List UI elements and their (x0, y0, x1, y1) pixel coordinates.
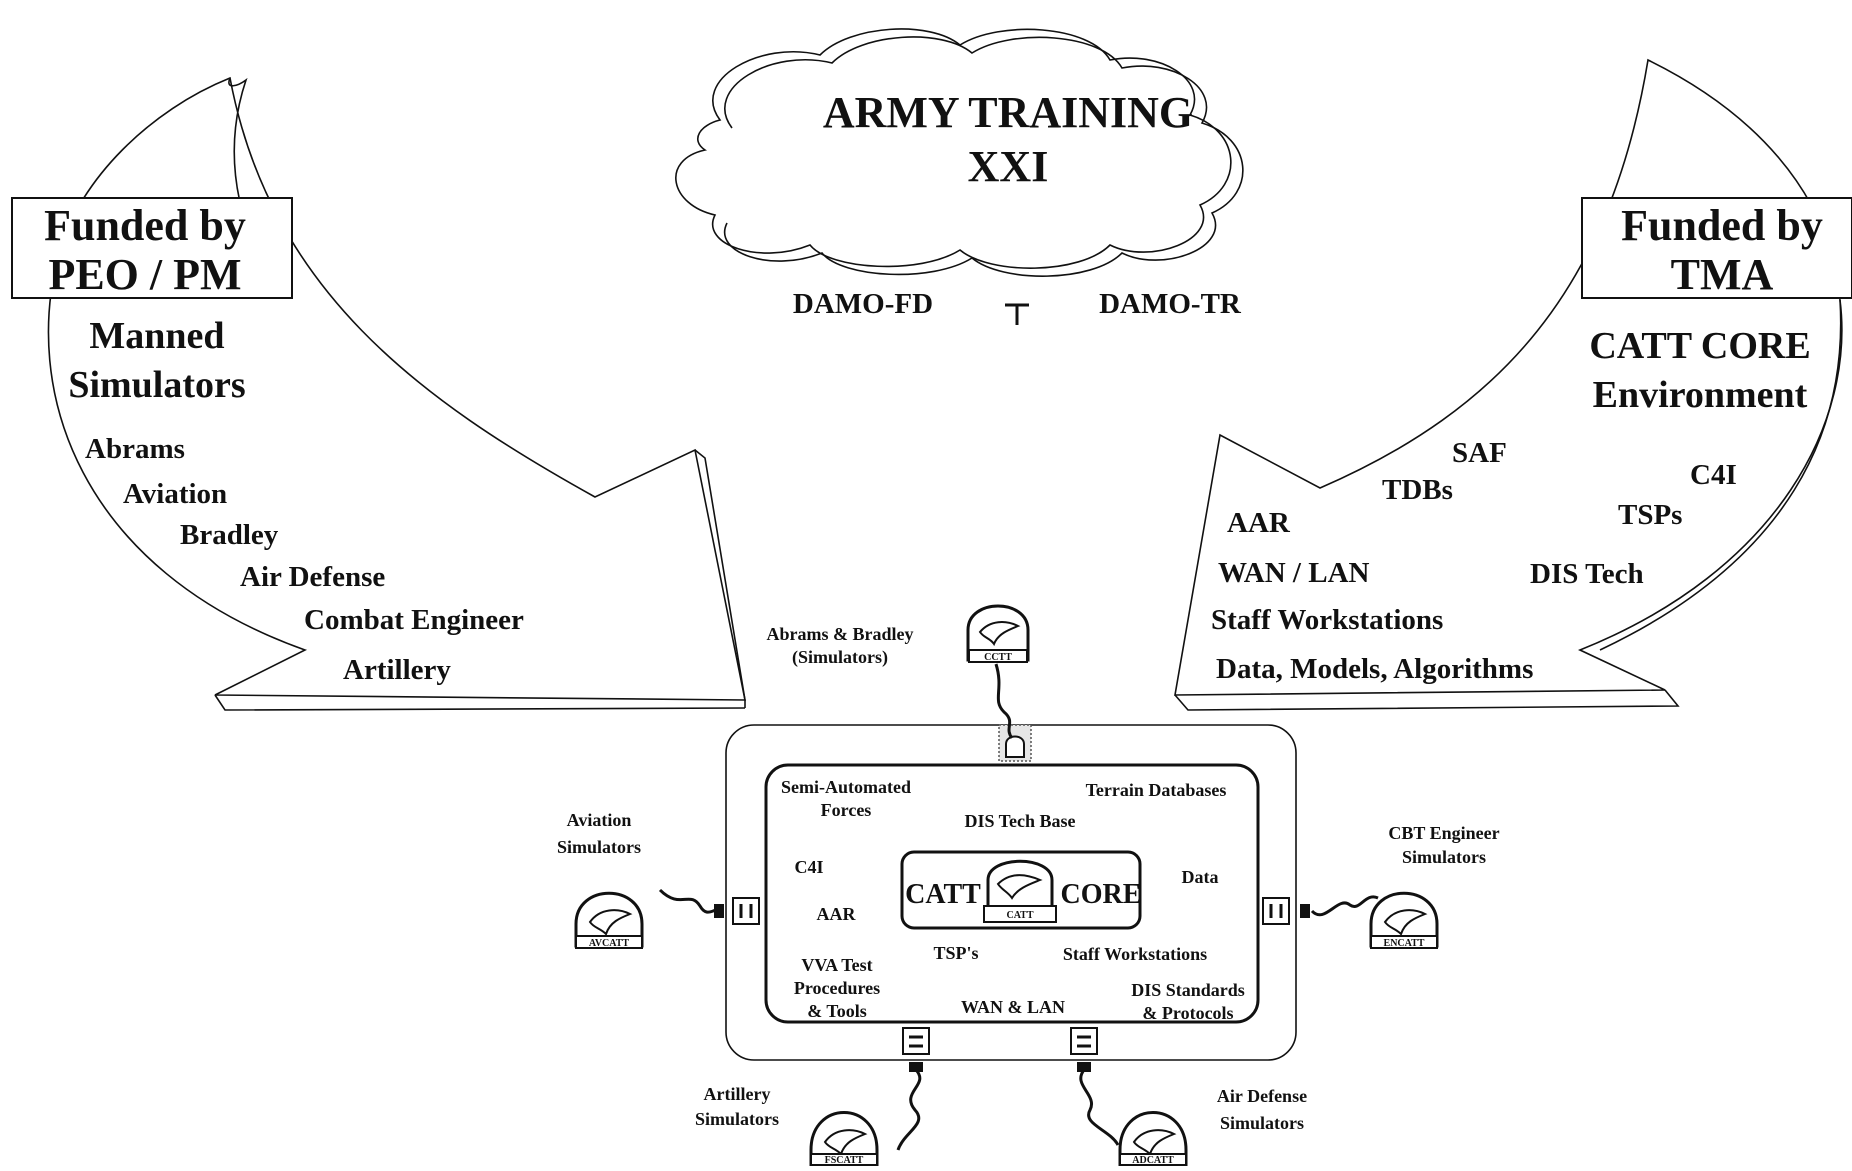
sim-bottom-left-line1: Artillery (704, 1084, 771, 1104)
left-item-air-defense: Air Defense (240, 561, 385, 593)
top-cable (994, 663, 1014, 739)
component-data: Data (1182, 867, 1219, 887)
left-funding-arrow: Funded by PEO / PM Manned Simulators Abr… (11, 76, 746, 711)
top-port-icon (998, 724, 1032, 762)
encatt-badge-text: ENCATT (1384, 938, 1425, 949)
left-item-aviation: Aviation (123, 478, 227, 510)
catt-logo-text: CATT (1006, 910, 1033, 921)
catt-core-right-label: CORE (1061, 879, 1142, 910)
office-damo-fd: DAMO-FD (793, 288, 933, 320)
sim-bottom-right-line2: Simulators (1220, 1113, 1304, 1133)
catt-logo-icon: CATT (983, 859, 1057, 923)
right-item-tsps: TSPs (1618, 499, 1682, 531)
simulator-bottom-right: Air Defense Simulators ADCATT (1118, 1086, 1307, 1168)
sim-bottom-left-line2: Simulators (695, 1109, 779, 1129)
left-heading-line2: Simulators (68, 364, 245, 406)
component-vva-line2: Procedures (794, 978, 880, 998)
cloud-title-line1: ARMY TRAINING (823, 88, 1193, 137)
component-c4i: C4I (794, 857, 823, 877)
left-cable (658, 888, 724, 914)
left-item-bradley: Bradley (180, 519, 279, 551)
sim-top-line1: Abrams & Bradley (767, 624, 914, 644)
sim-right-line1: CBT Engineer (1388, 823, 1499, 843)
cloud-title-line2: XXI (968, 142, 1049, 191)
left-funded-line2: PEO / PM (48, 250, 241, 299)
encatt-badge-icon: ENCATT (1369, 891, 1439, 949)
fscatt-badge-text: FSCATT (825, 1155, 864, 1166)
right-item-data-models: Data, Models, Algorithms (1216, 653, 1533, 685)
adcatt-badge-text: ADCATT (1132, 1155, 1174, 1166)
sim-left-line1: Aviation (567, 810, 632, 830)
component-dis-std-line1: DIS Standards (1131, 980, 1245, 1000)
right-port-icon (1262, 897, 1290, 925)
sim-bottom-right-line1: Air Defense (1217, 1086, 1307, 1106)
right-item-c4i: C4I (1690, 459, 1737, 491)
connection-cables (658, 663, 1379, 1151)
simulator-top: Abrams & Bradley (Simulators) CCTT (767, 604, 1030, 668)
sim-top-line2: (Simulators) (792, 647, 888, 668)
component-dis-tech-base: DIS Tech Base (964, 811, 1075, 831)
simulator-right: CBT Engineer Simulators ENCATT (1369, 823, 1500, 949)
left-funding-box (11, 197, 293, 299)
left-port-icon (732, 897, 760, 925)
right-item-wan-lan: WAN / LAN (1218, 557, 1370, 589)
left-heading-line1: Manned (89, 315, 224, 357)
core-inner-frame (764, 763, 1260, 1024)
cctt-badge-icon: CCTT (966, 604, 1030, 663)
right-item-saf: SAF (1452, 437, 1507, 469)
catt-core-center-box (900, 850, 1142, 930)
right-funding-box (1581, 197, 1852, 299)
adcatt-badge-icon: ADCATT (1118, 1111, 1188, 1168)
right-item-dis-tech: DIS Tech (1530, 558, 1644, 590)
sim-left-line2: Simulators (557, 837, 641, 857)
component-terrain: Terrain Databases (1086, 780, 1227, 800)
right-heading-line1: CATT CORE (1589, 325, 1810, 367)
office-damo-tr: DAMO-TR (1099, 288, 1242, 320)
catt-core-left-label: CATT (905, 879, 981, 910)
component-dis-std-line2: & Protocols (1142, 1003, 1233, 1023)
right-item-tdbs: TDBs (1382, 474, 1453, 506)
right-funding-arrow: Funded by TMA CATT CORE Environment SAF … (1174, 58, 1852, 711)
component-saf-line1: Semi-Automated (781, 777, 911, 797)
bottom-right-port-icon (1070, 1027, 1098, 1055)
right-funded-line2: TMA (1671, 250, 1774, 299)
left-item-artillery: Artillery (343, 654, 451, 686)
right-cable (1310, 895, 1379, 917)
bottom-left-cable (896, 1068, 922, 1151)
right-funded-line1: Funded by (1621, 201, 1823, 250)
simulator-bottom-left: Artillery Simulators FSCATT (695, 1084, 879, 1168)
left-funded-line1: Funded by (44, 201, 246, 250)
component-saf-line2: Forces (821, 800, 872, 820)
bottom-right-cable (1079, 1069, 1120, 1146)
component-aar: AAR (817, 904, 857, 924)
army-training-cloud: ARMY TRAINING XXI (675, 28, 1244, 277)
component-wan-lan: WAN & LAN (961, 997, 1065, 1017)
component-vva-line1: VVA Test (801, 955, 872, 975)
right-heading-line2: Environment (1593, 374, 1808, 416)
right-item-aar: AAR (1227, 507, 1291, 539)
plus-icon (1005, 303, 1029, 325)
component-vva-line3: & Tools (807, 1001, 867, 1021)
interface-ports (732, 724, 1290, 1055)
right-item-staff-workstations: Staff Workstations (1211, 604, 1443, 636)
left-item-combat-engineer: Combat Engineer (304, 604, 524, 636)
component-tsps: TSP's (933, 943, 978, 963)
cctt-badge-text: CCTT (984, 652, 1012, 663)
left-item-abrams: Abrams (85, 433, 185, 465)
sponsor-offices: DAMO-FD DAMO-TR (793, 288, 1242, 325)
fscatt-badge-icon: FSCATT (809, 1111, 879, 1168)
component-staff: Staff Workstations (1063, 944, 1207, 964)
bottom-left-port-icon (902, 1027, 930, 1055)
catt-core-system: CATT CORE CATT Semi-Automated Forces Ter… (725, 724, 1297, 1061)
simulator-left: Aviation Simulators AVCATT (557, 810, 644, 949)
avcatt-badge-icon: AVCATT (574, 891, 644, 949)
avcatt-badge-text: AVCATT (589, 938, 630, 949)
sim-right-line2: Simulators (1402, 847, 1486, 867)
